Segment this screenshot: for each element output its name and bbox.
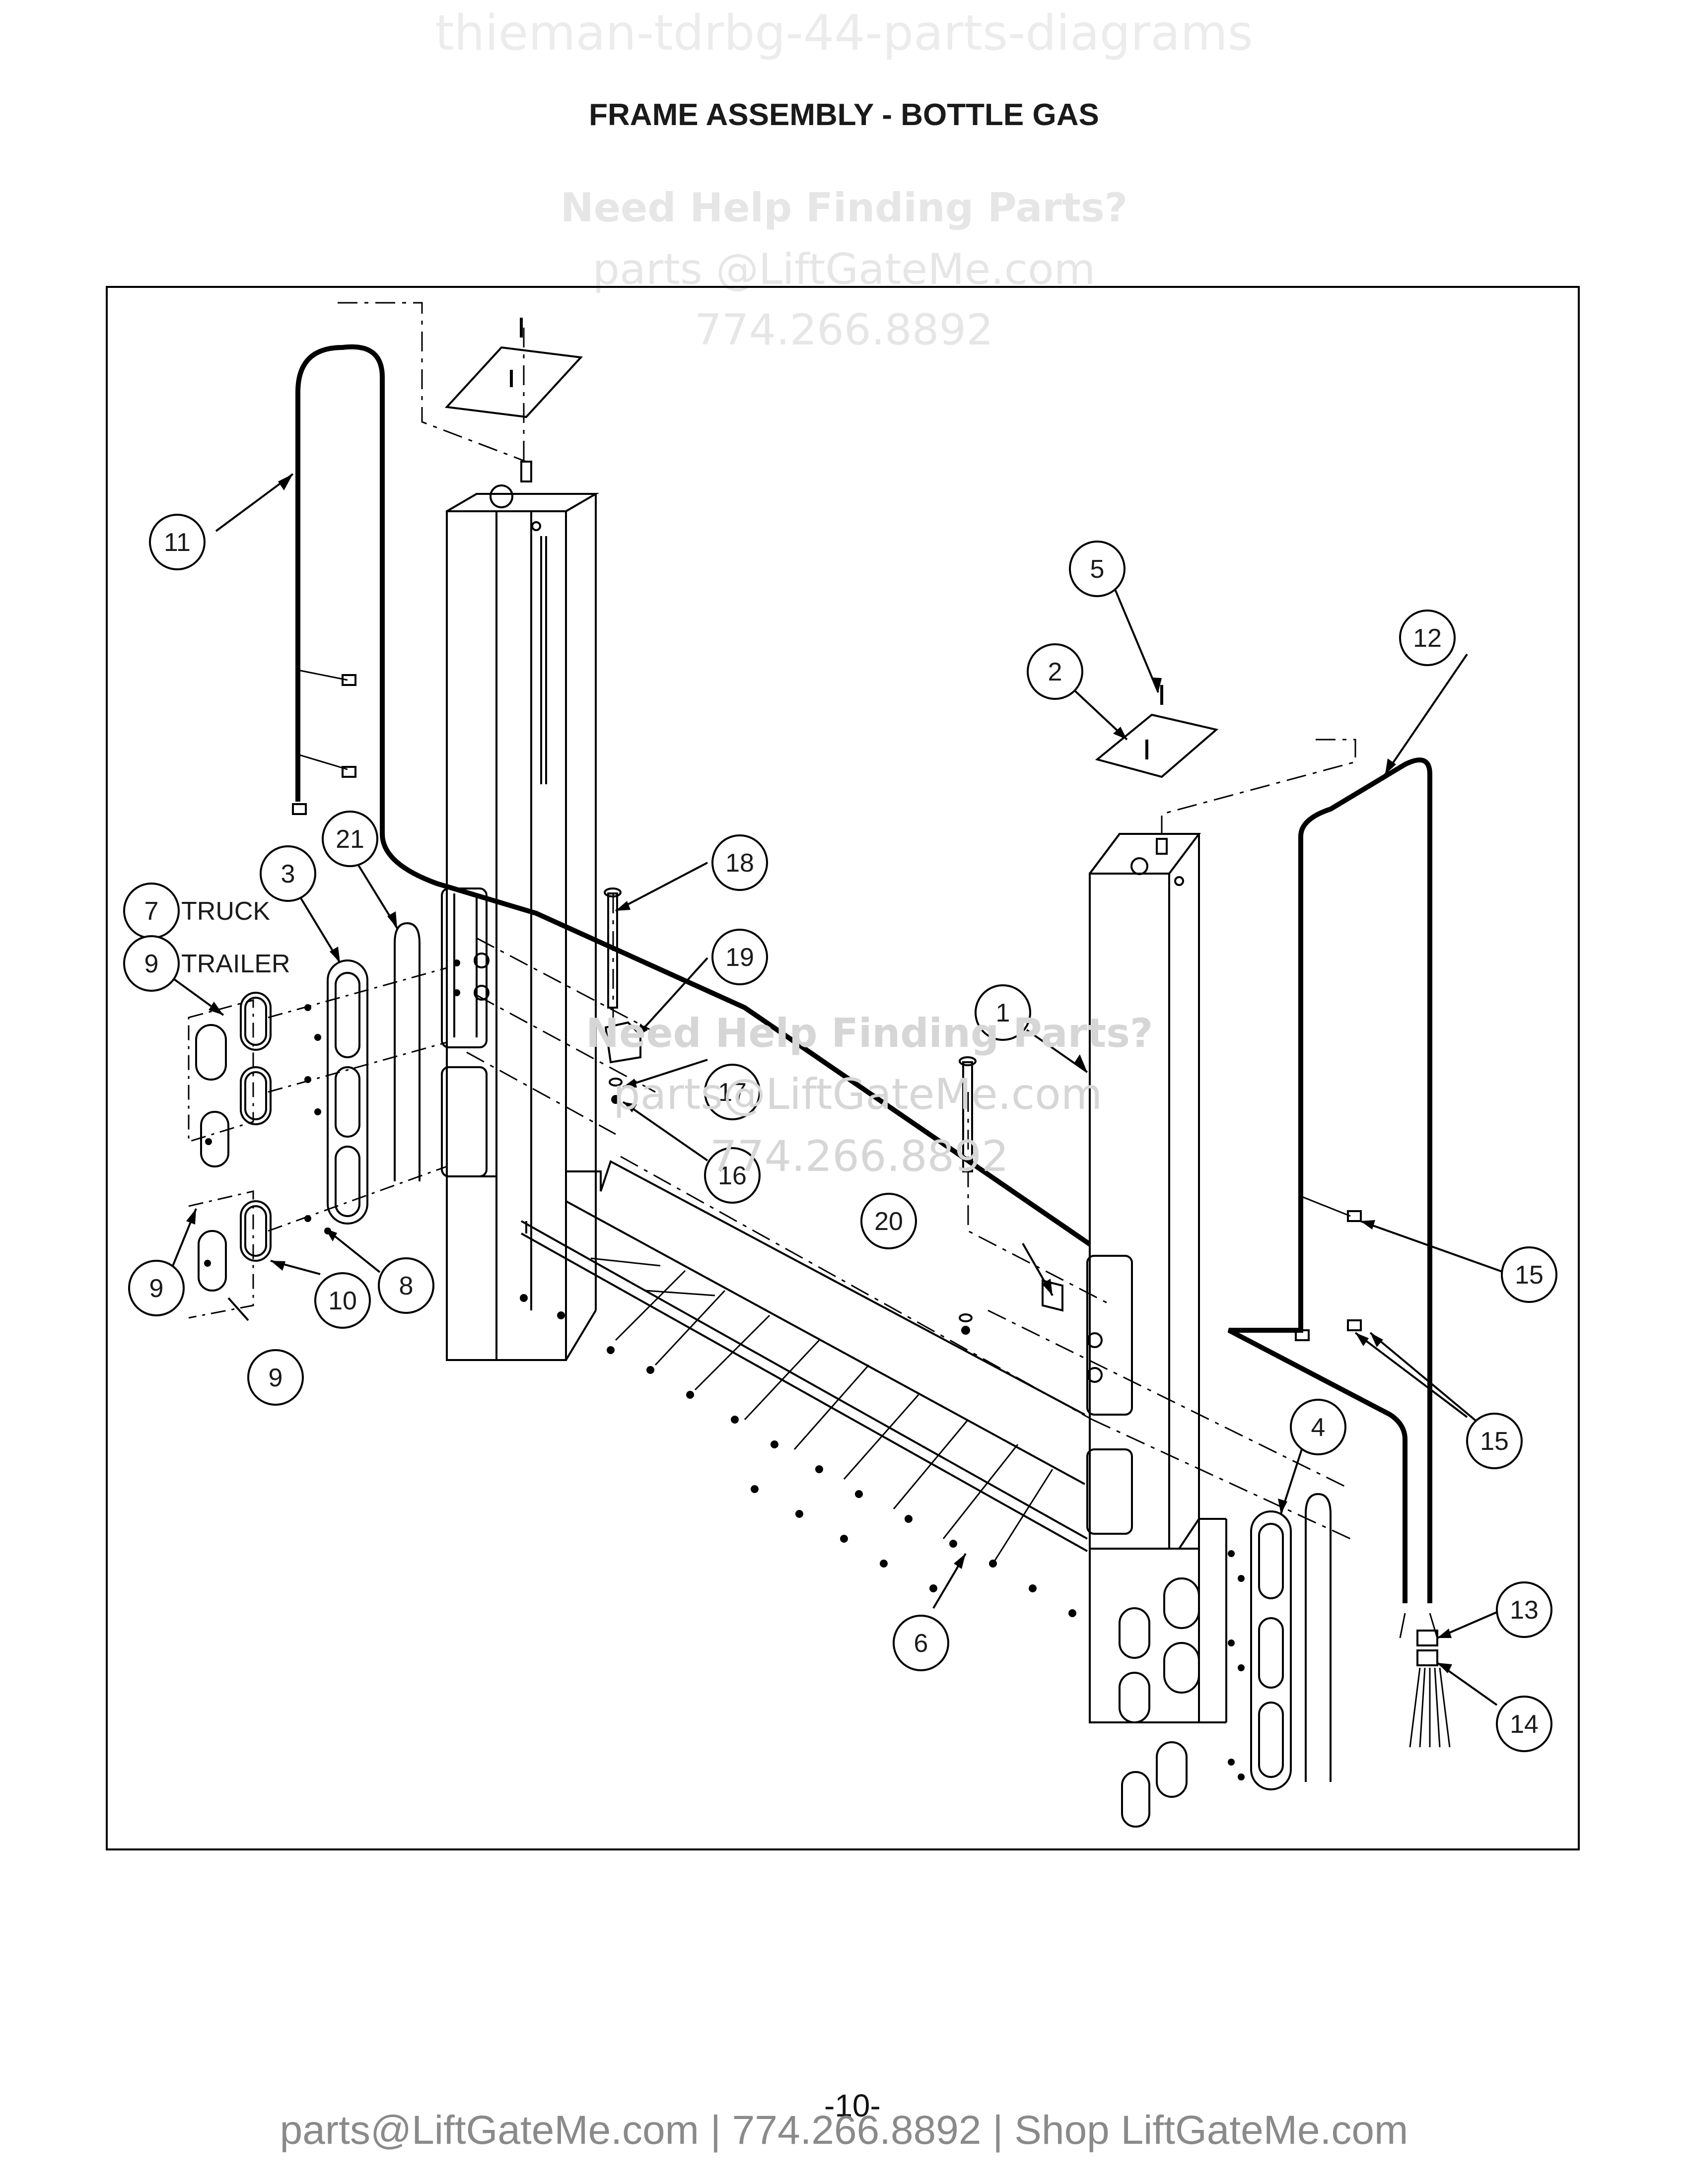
callout-1: 1 (996, 999, 1010, 1027)
callout-19: 19 (725, 943, 754, 972)
watermark-mid-heading: Need Help Finding Parts? (586, 1010, 1153, 1056)
watermark-help-heading: Need Help Finding Parts? (560, 185, 1128, 231)
callout-6: 6 (914, 1629, 928, 1658)
left-light-dashed-guides (188, 967, 447, 1319)
callout-15-upper: 15 (1515, 1261, 1544, 1290)
watermark-mid-email: parts@LiftGateMe.com (613, 1070, 1103, 1119)
callout-9-left: 9 (149, 1274, 164, 1303)
right-frame-column (1089, 833, 1201, 1565)
callout-9-trailer: 9 (144, 950, 159, 978)
footer-contact[interactable]: parts@LiftGateMe.com | 774.266.8892 | Sh… (280, 2108, 1408, 2153)
callout-10: 10 (328, 1287, 357, 1315)
right-harness (1227, 757, 1451, 1748)
left-harness (292, 344, 1094, 1248)
callout-3: 3 (281, 860, 295, 888)
callout-8: 8 (399, 1272, 414, 1300)
callout-5: 5 (1090, 555, 1105, 584)
callout-17: 17 (718, 1078, 747, 1107)
right-lower-box (1089, 1518, 1227, 1723)
callout-2: 2 (1048, 658, 1062, 686)
cross-member (521, 1160, 1088, 1552)
watermark-mid-phone: 774.266.8892 (710, 1132, 1009, 1181)
right-hinge-bracket (1042, 1255, 1133, 1535)
callout-12: 12 (1413, 624, 1442, 653)
page-title: FRAME ASSEMBLY - BOTTLE GAS (589, 98, 1099, 132)
label-trailer: TRAILER (181, 950, 290, 978)
callout-16: 16 (718, 1161, 747, 1190)
callout-15-lower: 15 (1480, 1427, 1509, 1456)
right-cover-plate (1095, 685, 1219, 778)
callout-13: 13 (1510, 1596, 1539, 1625)
callout-14: 14 (1510, 1710, 1539, 1739)
callout-labels: TRUCK TRAILER (181, 897, 290, 978)
callout-9-bottom: 9 (269, 1364, 283, 1392)
left-frame-column (446, 461, 600, 1361)
callout-numbers: 1 2 3 4 5 6 7 8 9 9 9 10 11 12 13 14 15 … (144, 528, 1544, 1739)
callout-21: 21 (336, 825, 364, 854)
callout-7: 7 (144, 897, 159, 926)
callout-4: 4 (1311, 1413, 1326, 1442)
callout-20: 20 (874, 1207, 903, 1236)
left-cover-plate (444, 318, 583, 418)
left-light-assembly (195, 922, 421, 1292)
mounting-bolts (520, 1294, 1076, 1617)
pins-and-hardware (604, 887, 977, 1335)
right-dashed-guides (620, 739, 1356, 1540)
callout-11: 11 (164, 528, 191, 557)
right-light-screws (1228, 1550, 1245, 1780)
label-truck: TRUCK (181, 897, 270, 926)
callout-circles (123, 514, 1557, 1752)
diagram-border (106, 286, 1580, 1850)
watermark-document-name: thieman-tdrbg-44-parts-diagrams (435, 5, 1253, 62)
leader-arrowheads (186, 474, 1452, 1673)
right-light-assembly (1121, 1493, 1332, 1828)
grating-lines (590, 1257, 1054, 1564)
page-number: -10- (824, 2088, 881, 2123)
left-dashed-guides (338, 302, 656, 1135)
callout-18: 18 (725, 849, 754, 878)
left-hinge-bracket (441, 887, 497, 1177)
watermark-help-phone: 774.266.8892 (695, 305, 993, 355)
